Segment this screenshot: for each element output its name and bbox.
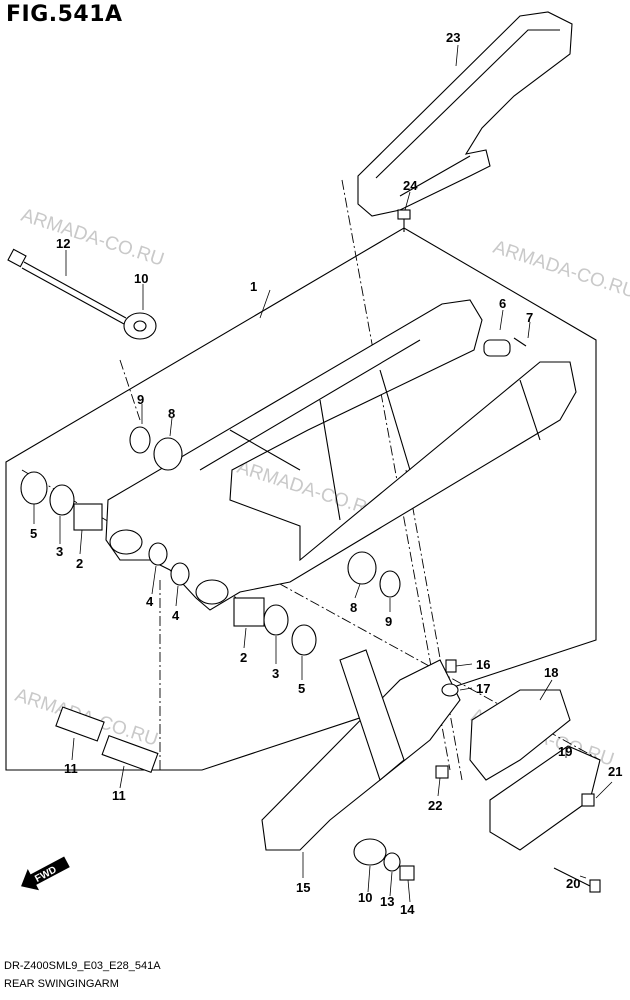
callout-label: 1 <box>250 279 257 294</box>
washer-10b <box>353 838 387 866</box>
callout-label: 8 <box>168 406 175 421</box>
callout-label: 3 <box>56 544 63 559</box>
fwd-label: FWD <box>33 864 58 884</box>
callout-label: 13 <box>380 894 394 909</box>
callout-label: 3 <box>272 666 279 681</box>
callout-label: 17 <box>476 681 490 696</box>
bearing-8 <box>153 437 183 471</box>
callout-label: 2 <box>240 650 247 665</box>
figure-title: FIG.541A <box>6 2 123 27</box>
callout-label: 23 <box>446 30 460 45</box>
callout-label: 5 <box>30 526 37 541</box>
callout-label: 21 <box>608 764 622 779</box>
callout-label: 9 <box>385 614 392 629</box>
callout-label: 14 <box>400 902 415 917</box>
callout-label: 6 <box>499 296 506 311</box>
swingarm <box>105 299 577 611</box>
dust-seal-5 <box>20 471 48 505</box>
watermarks: ARMADA-CO.RU ARMADA-CO.RU ARMADA-CO.RU A… <box>12 205 630 771</box>
callout-label: 22 <box>428 798 442 813</box>
watermark: ARMADA-CO.RU <box>18 205 166 271</box>
callout-label: 10 <box>134 271 148 286</box>
leader-lines <box>33 44 613 903</box>
spacer-11 <box>55 706 105 742</box>
bolt-24 <box>397 209 411 232</box>
chain-slider <box>261 659 461 851</box>
callout-label: 2 <box>76 556 83 571</box>
callout-label: 11 <box>112 788 126 803</box>
nut-14 <box>399 865 415 881</box>
figure-name: REAR SWINGINGARM <box>4 978 119 990</box>
callout-label: 9 <box>137 392 144 407</box>
callout-label: 19 <box>558 744 572 759</box>
callout-label: 24 <box>403 178 418 193</box>
callout-label: 11 <box>64 761 78 776</box>
callout-label: 12 <box>56 236 70 251</box>
callout-label: 7 <box>526 310 533 325</box>
callout-label: 4 <box>172 608 180 623</box>
callouts: 1 2 2 3 3 4 4 5 5 6 7 8 8 9 9 10 10 11 1… <box>30 30 622 917</box>
watermark: ARMADA-CO.RU <box>490 237 630 303</box>
callout-label: 4 <box>146 594 154 609</box>
callout-label: 10 <box>358 890 372 905</box>
chain-case <box>357 11 573 217</box>
callout-label: 18 <box>544 665 558 680</box>
washer-10 <box>123 312 157 340</box>
callout-label: 20 <box>566 876 580 891</box>
fwd-arrow: FWD <box>21 856 70 891</box>
bearing-8b <box>347 551 377 585</box>
callout-label: 16 <box>476 657 490 672</box>
model-code: DR-Z400SML9_E03_E28_541A <box>4 960 161 972</box>
callout-label: 5 <box>298 681 305 696</box>
callout-label: 8 <box>350 600 357 615</box>
chain-guide-18 <box>469 689 571 781</box>
pivot-bolt-12 <box>7 248 127 325</box>
callout-label: 15 <box>296 880 310 895</box>
